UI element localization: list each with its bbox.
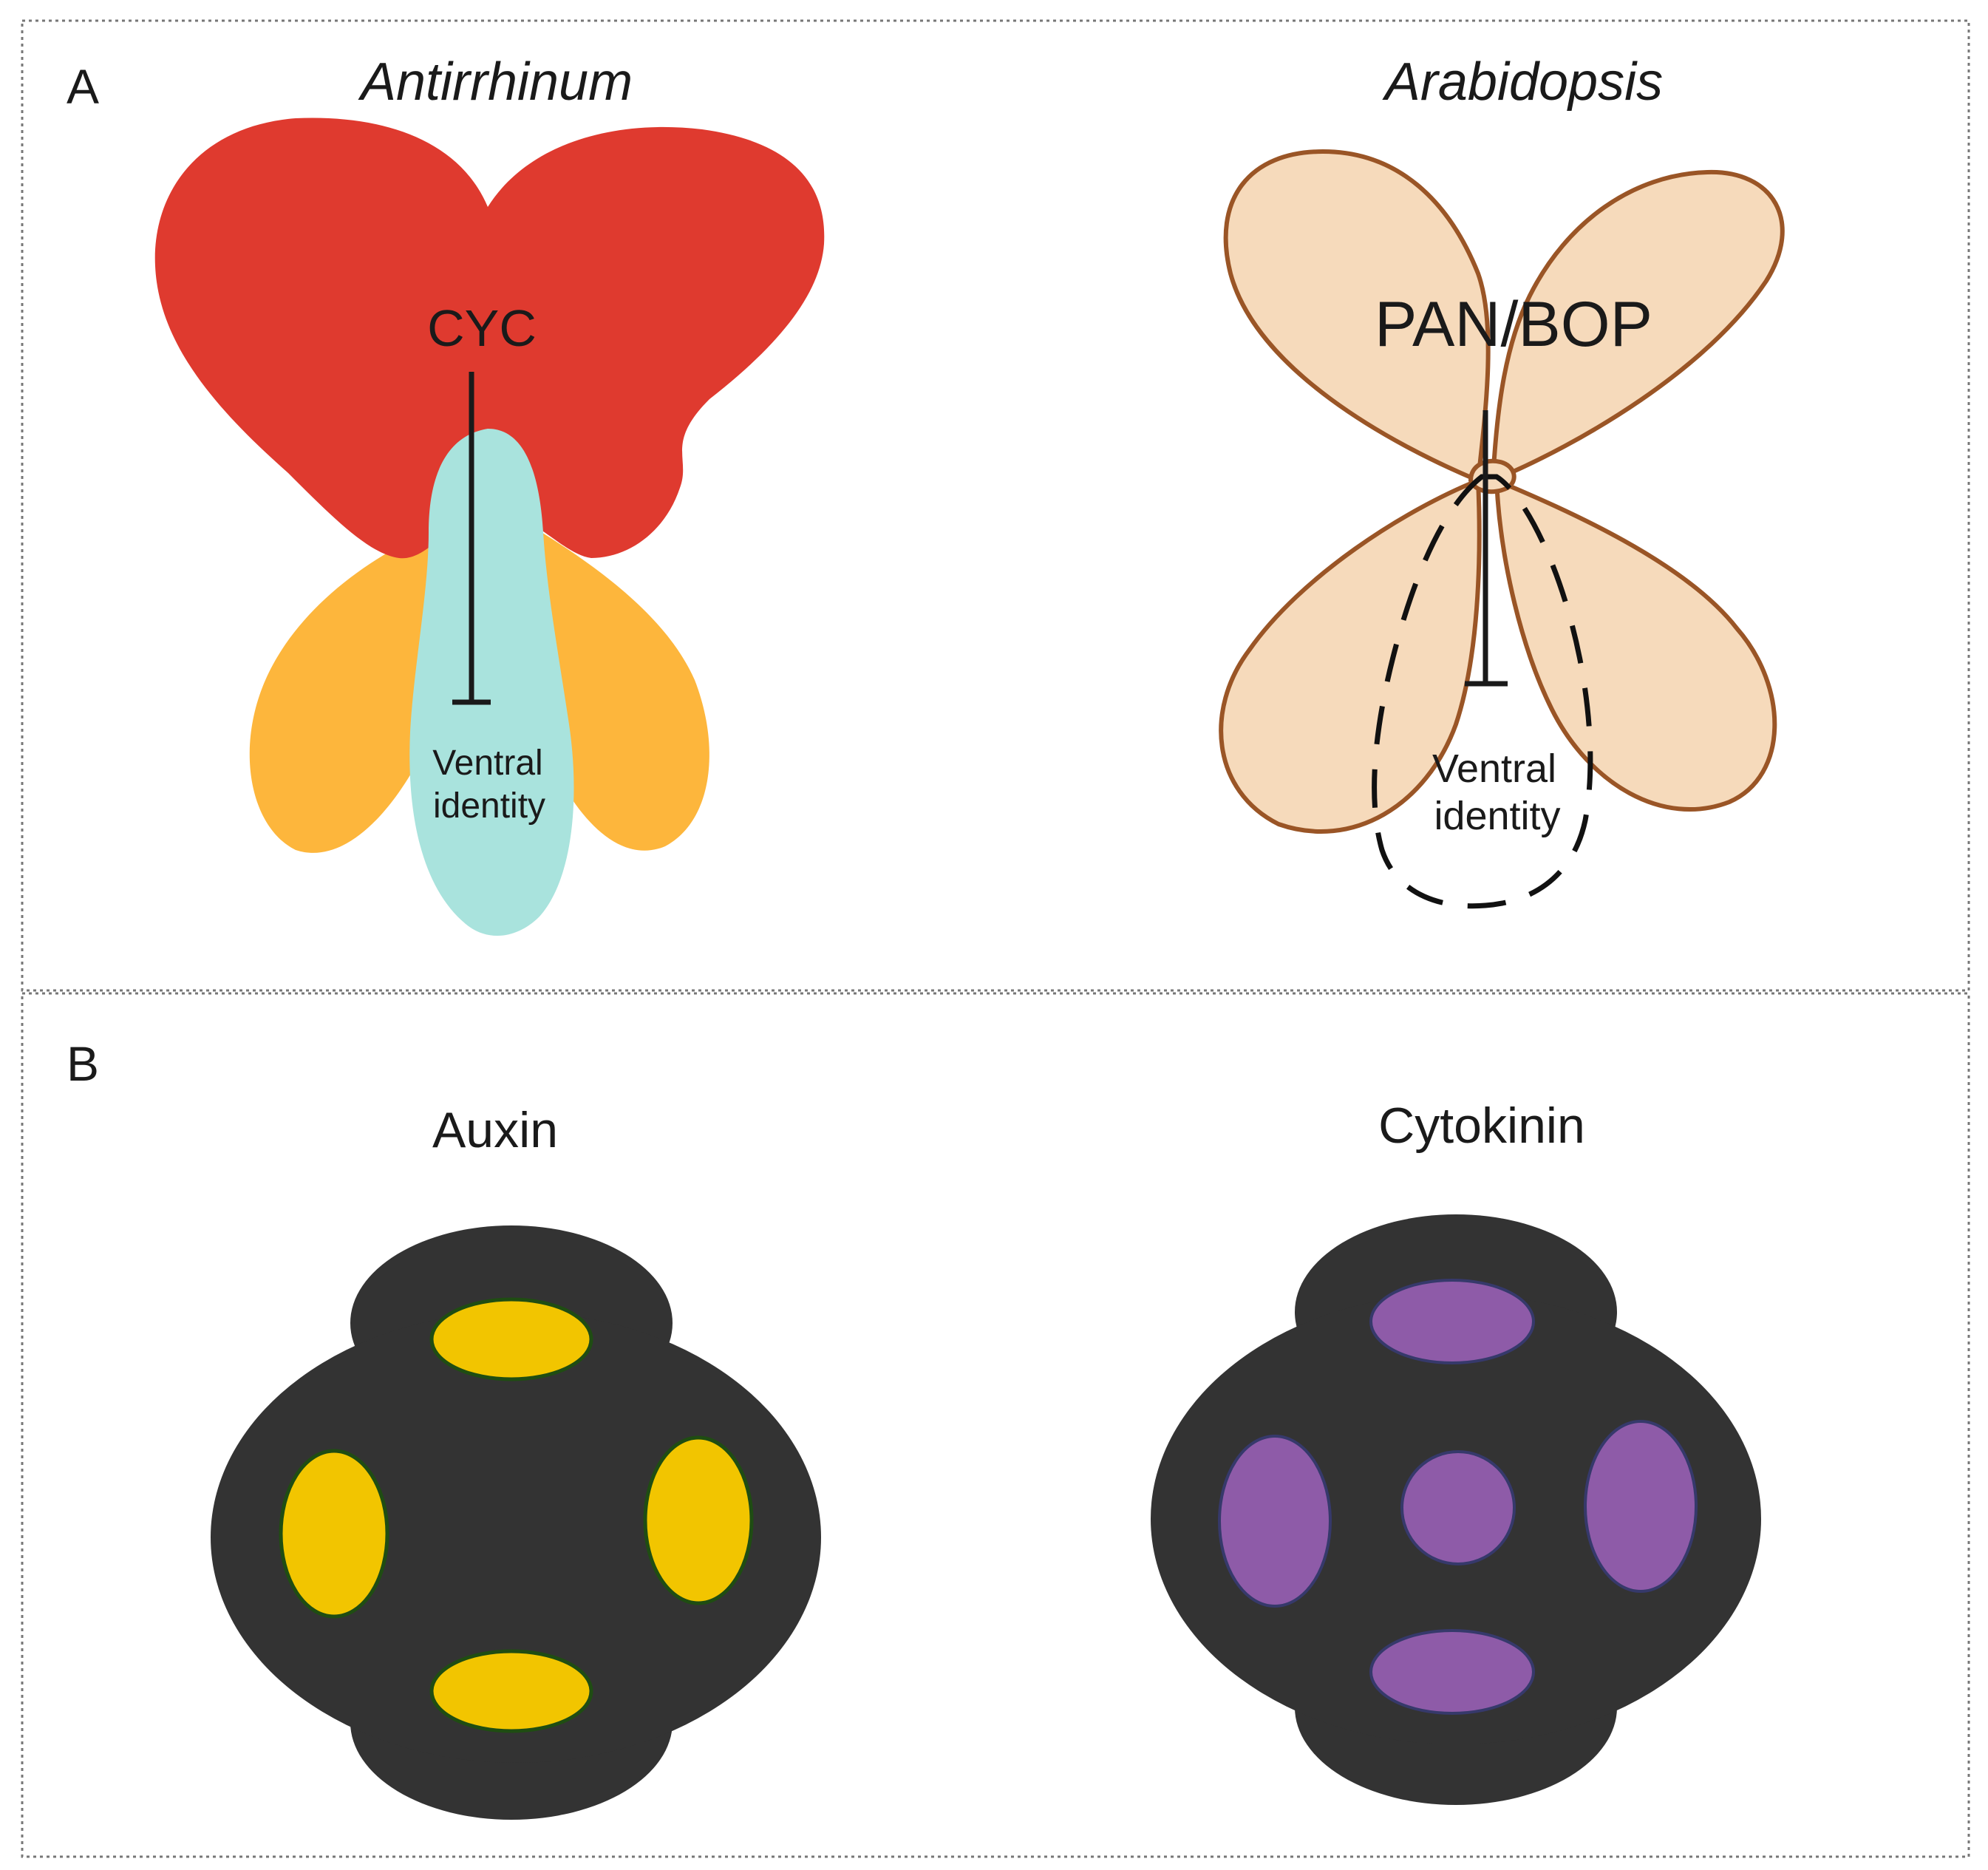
panel-a-frame <box>21 19 1970 992</box>
antirrhinum-flower: CYC Ventral identity <box>154 118 825 936</box>
cytokinin-spot-bottom <box>1369 1629 1535 1715</box>
arabidopsis-petal-lower-left <box>1219 477 1482 834</box>
arabidopsis-target-line2: identity <box>1434 794 1560 838</box>
arabidopsis-flower: PAN/BOP Ventral identity <box>1219 149 1785 909</box>
auxin-spot-top <box>429 1297 593 1381</box>
antirrhinum-target-line1: Ventral <box>432 744 542 783</box>
panel-a-label: A <box>67 59 99 114</box>
antirrhinum-lateral-petal-left <box>249 525 458 853</box>
cyc-label: CYC <box>427 299 537 357</box>
arabidopsis-petal-upper-left <box>1223 149 1491 484</box>
auxin-meristem-body <box>211 1312 821 1763</box>
auxin-meristem <box>211 1225 821 1820</box>
antirrhinum-target-line2: identity <box>433 786 545 826</box>
arabidopsis-petal-lower-right <box>1494 477 1777 812</box>
panel-b-frame <box>21 992 1970 1858</box>
panbop-label: PAN/BOP <box>1375 289 1652 360</box>
arabidopsis-target-line1: Ventral <box>1432 747 1556 791</box>
auxin-spot-bottom <box>429 1649 593 1733</box>
arabidopsis-ventral-domain <box>1372 474 1593 909</box>
auxin-title: Auxin <box>432 1102 558 1158</box>
antirrhinum-title: Antirrhinum <box>358 52 633 112</box>
cytokinin-spot-right <box>1584 1420 1698 1593</box>
auxin-spot-left <box>279 1449 389 1619</box>
antirrhinum-ventral-petal <box>409 429 574 936</box>
cytokinin-spot-top <box>1369 1279 1535 1364</box>
auxin-spot-right <box>643 1435 754 1605</box>
antirrhinum-dorsal-petals <box>154 118 825 559</box>
arabidopsis-title: Arabidopsis <box>1382 52 1663 112</box>
arabidopsis-petal-upper-right <box>1490 169 1785 484</box>
cytokinin-title: Cytokinin <box>1378 1098 1585 1154</box>
cytokinin-meristem <box>1151 1214 1761 1805</box>
panel-b-label: B <box>67 1036 99 1091</box>
cytokinin-spot-center <box>1400 1450 1516 1565</box>
cytokinin-spot-left <box>1218 1435 1332 1608</box>
